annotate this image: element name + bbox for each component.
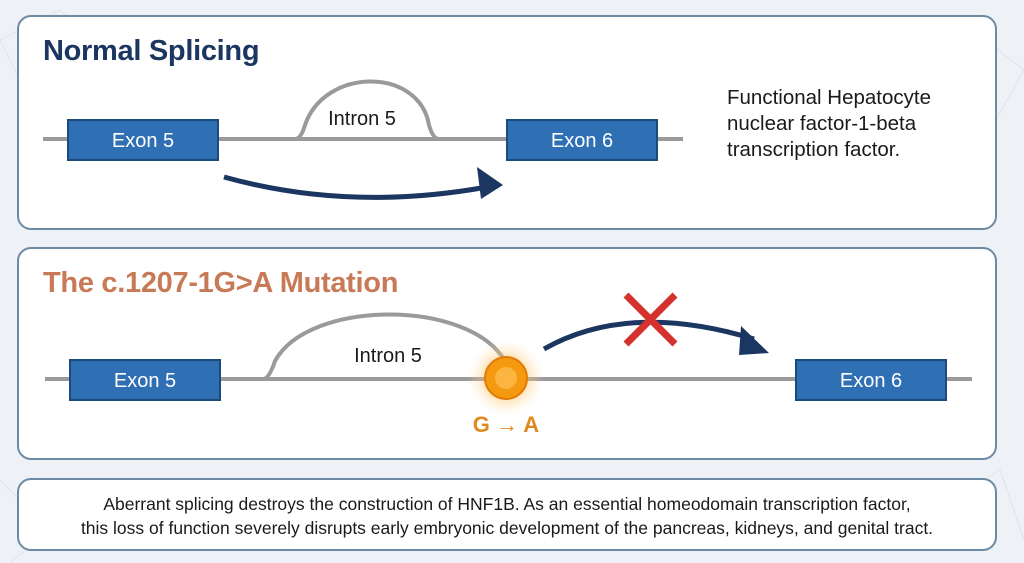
blocked-cross-icon	[623, 292, 678, 347]
caption-text: Aberrant splicing destroys the construct…	[19, 492, 995, 540]
result-description: Functional Hepatocyte nuclear factor-1-b…	[727, 86, 931, 161]
splice-arrowhead	[477, 167, 503, 199]
exon-5-label: Exon 5	[114, 370, 176, 392]
caption-panel: Aberrant splicing destroys the construct…	[17, 478, 997, 551]
caption-line-1: Aberrant splicing destroys the construct…	[103, 494, 911, 514]
mutation-site-marker	[468, 340, 544, 416]
mutation-change-label: G → A	[473, 412, 540, 437]
normal-splicing-title: Normal Splicing	[43, 35, 260, 67]
exon-6-box: Exon 6	[795, 359, 947, 401]
splice-arrow	[223, 174, 488, 200]
intron-arc	[219, 79, 507, 141]
intron-label: Intron 5	[328, 108, 396, 130]
normal-splicing-diagram: Intron 5 Exon 5 Exon 6	[43, 79, 683, 200]
normal-splicing-panel: Normal Splicing Intron 5 Exon 5 Exon 6 F…	[17, 15, 997, 230]
exon-6-box: Exon 6	[506, 119, 658, 161]
blocked-splice-arrow	[542, 319, 755, 352]
intron-label: Intron 5	[354, 345, 422, 367]
exon-5-label: Exon 5	[112, 130, 174, 152]
exon-5-box: Exon 5	[67, 119, 219, 161]
mutation-diagram: Intron 5 Exon 5 Exon 6 G → A	[45, 292, 972, 437]
mutation-title: The c.1207-1G>A Mutation	[43, 267, 399, 299]
exon-6-label: Exon 6	[840, 370, 902, 392]
exon-5-box: Exon 5	[69, 359, 221, 401]
caption-line-2: this loss of function severely disrupts …	[80, 518, 934, 538]
mutation-panel: The c.1207-1G>A Mutation Intron 5 Exon 5…	[17, 247, 997, 460]
blocked-splice-arrowhead	[739, 326, 769, 355]
exon-6-label: Exon 6	[551, 130, 613, 152]
intron-arc	[221, 312, 507, 381]
